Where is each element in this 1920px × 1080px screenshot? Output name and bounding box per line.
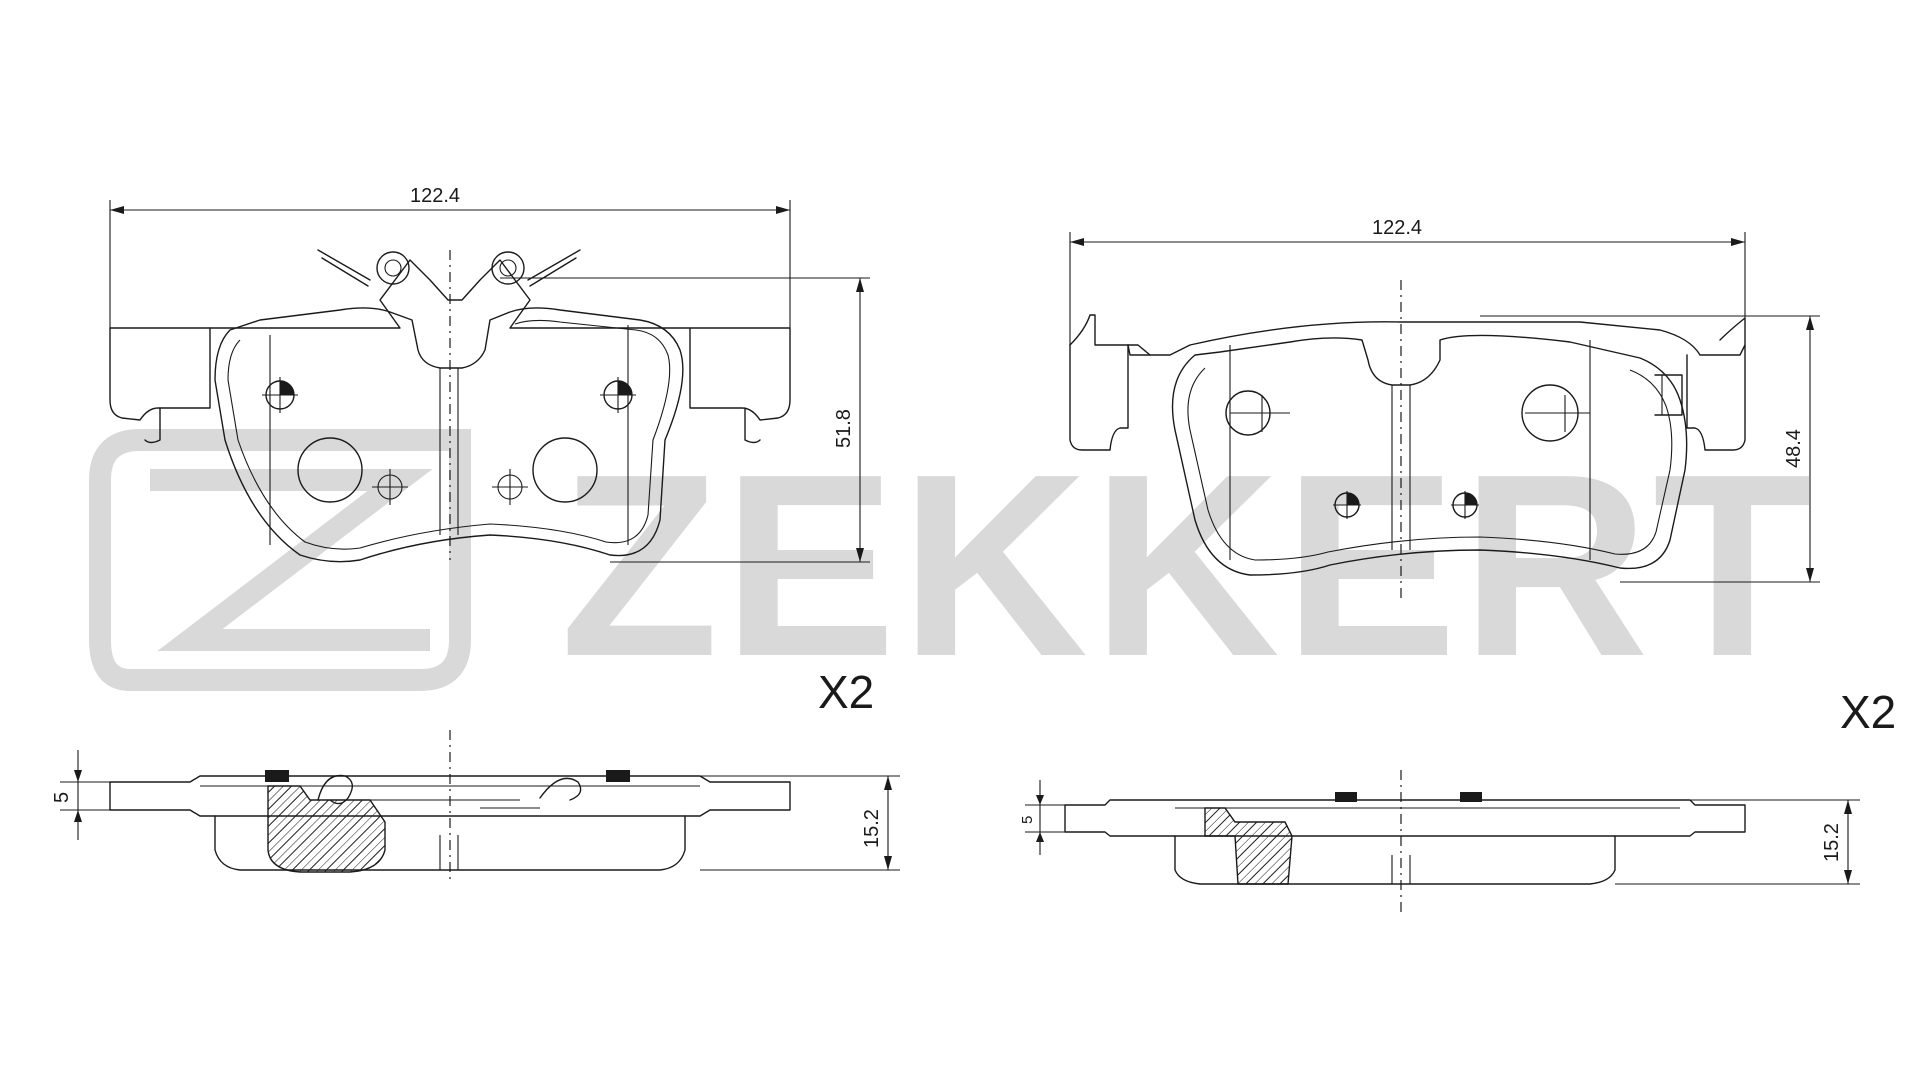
left-thickness-label: 15.2 (861, 809, 883, 848)
right-plate-thickness-label: 5 (1019, 816, 1036, 824)
left-quantity-label: X2 (818, 666, 874, 718)
right-pad-front-view (1069, 280, 1746, 600)
left-clip-marker-2 (606, 770, 630, 782)
brand-logo-emblem (89, 429, 471, 691)
left-pad-front-view (109, 249, 791, 563)
right-width-label: 122.4 (1372, 217, 1422, 239)
brand-watermark: ZEKKERT (89, 421, 1816, 711)
left-side-dimensions: 5 15.2 (51, 750, 900, 871)
right-side-dimensions: 5 15.2 (1019, 780, 1860, 885)
right-hatched-block (1204, 807, 1293, 885)
right-quantity-label: X2 (1840, 686, 1896, 738)
left-pad-dimensions: 122.4 51.8 (109, 185, 870, 563)
left-pad-side-view (109, 730, 791, 880)
right-pad-dimensions: 122.4 48.4 (1069, 217, 1820, 583)
right-clip-marker-2 (1460, 792, 1482, 802)
left-width-label: 122.4 (410, 185, 460, 207)
right-clip-marker-1 (1335, 792, 1357, 802)
left-clip-marker-1 (265, 770, 289, 782)
right-height-label: 48.4 (1783, 429, 1805, 468)
left-height-label: 51.8 (833, 409, 855, 448)
brand-watermark-text: ZEKKERT (560, 421, 1816, 711)
left-plate-thickness-label: 5 (51, 792, 73, 803)
left-hatched-block (267, 785, 386, 873)
right-pad-side-view (1064, 770, 1746, 912)
right-thickness-label: 15.2 (1821, 823, 1843, 862)
